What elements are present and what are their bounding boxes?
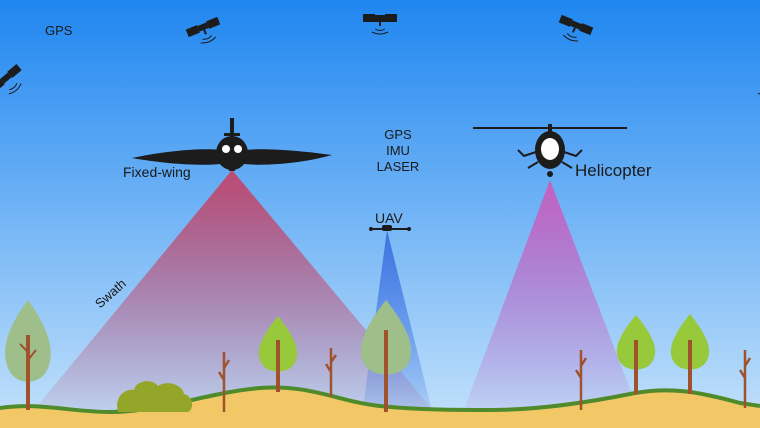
satellite-icon (757, 92, 760, 95)
uav-drone-icon (369, 225, 411, 231)
tree-icon (258, 316, 298, 392)
satellite-icon (363, 14, 397, 35)
tree-icon (5, 300, 51, 410)
tree-icon (360, 300, 412, 412)
fixed-wing-label: Fixed-wing (123, 164, 191, 180)
bush-icon (117, 381, 193, 412)
bare-trunk (738, 350, 752, 408)
sensor-list: GPS IMU LASER (358, 127, 438, 175)
gps-label: GPS (45, 23, 73, 38)
bare-trunk (574, 350, 588, 410)
sensor-laser-label: LASER (376, 159, 420, 174)
satellite-icon (0, 64, 22, 95)
helicopter-label: Helicopter (575, 161, 652, 180)
bare-trunk (324, 348, 338, 397)
satellite-icon (558, 14, 594, 42)
fixed-wing-swath-beam (30, 170, 437, 415)
uav-label: UAV (375, 210, 403, 226)
helicopter-swath-beam (462, 180, 640, 415)
sensor-imu-label: IMU (386, 143, 410, 158)
tree-icon (670, 314, 710, 394)
bare-trunk (217, 352, 231, 412)
helicopter-icon (473, 124, 627, 177)
sensor-gps-label: GPS (384, 127, 412, 142)
satellite-icon (185, 16, 221, 44)
tree-icon (616, 315, 656, 394)
grass-line (0, 385, 760, 415)
fixed-wing-aircraft-icon (132, 118, 332, 171)
